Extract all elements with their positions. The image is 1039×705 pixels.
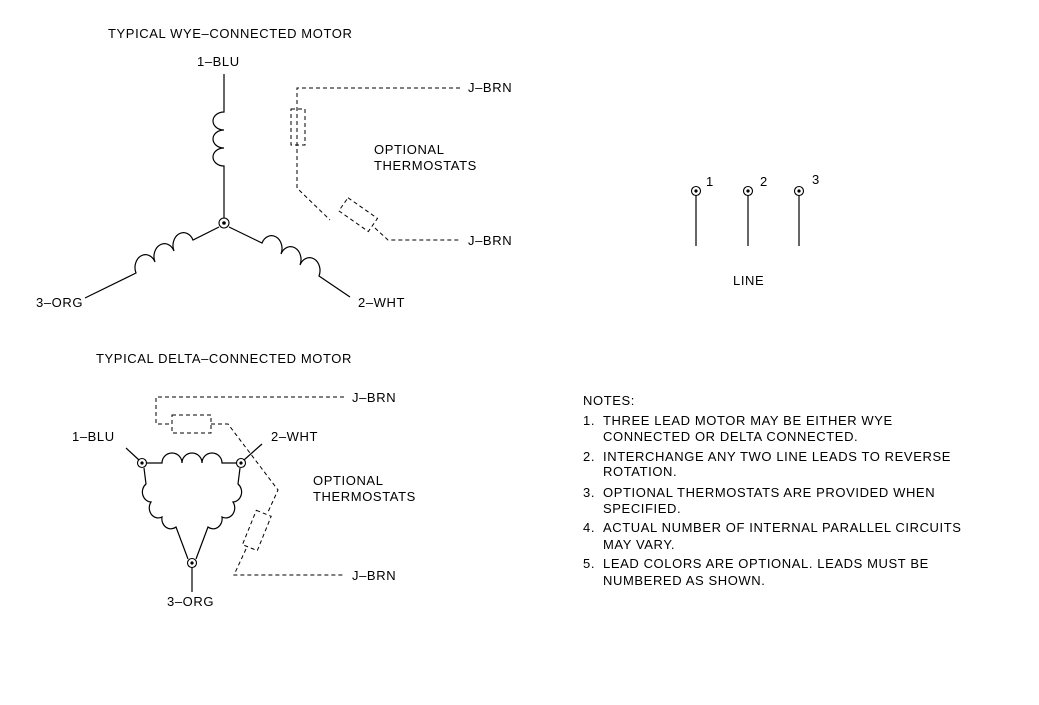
delta-lead-2-wire [243,443,263,461]
note-4-line1: ACTUAL NUMBER OF INTERNAL PARALLEL CIRCU… [603,520,962,535]
line-3-terminal-dot [797,189,801,193]
delta-terminal-3-dot [190,561,194,565]
note-5-number: 5. [583,556,595,571]
note-4-line2: MAY VARY. [603,537,675,552]
wye-thermo-label-line2: THERMOSTATS [374,158,477,173]
line-terminals: 1 2 3 LINE [690,172,820,288]
delta-title: TYPICAL DELTA–CONNECTED MOTOR [96,351,352,366]
note-3-number: 3. [583,485,595,500]
wye-thermostat-2 [338,197,379,233]
wye-thermostat-1 [290,108,306,146]
notes-heading: NOTES: [583,393,635,408]
delta-terminal-1-dot [140,461,144,465]
wye-thermo-label-line1: OPTIONAL [374,142,445,157]
wye-winding-2 [228,226,351,298]
line-1-label: 1 [706,174,714,189]
delta-thermo-lead-bottom: J–BRN [352,568,396,583]
note-5-line2: NUMBERED AS SHOWN. [603,573,765,588]
wye-title: TYPICAL WYE–CONNECTED MOTOR [108,26,352,41]
note-1-number: 1. [583,413,595,428]
wye-thermo-lead-top: J–BRN [468,80,512,95]
note-3-line2: SPECIFIED. [603,501,681,516]
note-2-line1: INTERCHANGE ANY TWO LINE LEADS TO REVERS… [603,449,951,464]
note-1-line2: CONNECTED OR DELTA CONNECTED. [603,429,858,444]
line-3-label: 3 [812,172,820,187]
note-2-line2: ROTATION. [603,464,677,479]
delta-winding-left [141,467,189,560]
delta-thermostat-1 [171,414,212,434]
delta-lead-1-wire [125,447,140,461]
wye-lead-1-label: 1–BLU [197,54,240,69]
note-4-number: 4. [583,520,595,535]
delta-terminal-2-dot [239,461,243,465]
line-2-terminal-dot [746,189,750,193]
delta-motor-diagram: TYPICAL DELTA–CONNECTED MOTOR 1–BLU 2–WH… [72,351,416,609]
line-2-label: 2 [760,174,768,189]
line-label: LINE [733,273,764,288]
note-1-line1: THREE LEAD MOTOR MAY BE EITHER WYE [603,413,893,428]
delta-thermo-label-line2: THERMOSTATS [313,489,416,504]
delta-lead-1-label: 1–BLU [72,429,115,444]
notes-block: NOTES: 1. THREE LEAD MOTOR MAY BE EITHER… [583,393,962,588]
delta-thermostat-2 [241,509,272,552]
wye-star-point-dot [222,221,226,225]
note-2-number: 2. [583,449,595,464]
wye-winding-3 [84,226,220,299]
wye-thermo-lead-bottom: J–BRN [468,233,512,248]
delta-lead-2-label: 2–WHT [271,429,318,444]
delta-thermostat-wiring [155,396,344,576]
line-1-terminal-dot [694,189,698,193]
delta-thermo-lead-top: J–BRN [352,390,396,405]
wye-winding-1 [212,74,225,218]
wye-thermostat-wiring [296,87,460,241]
delta-winding-right [195,467,243,560]
delta-lead-3-label: 3–ORG [167,594,214,609]
note-5-line1: LEAD COLORS ARE OPTIONAL. LEADS MUST BE [603,556,929,571]
wye-lead-2-label: 2–WHT [358,295,405,310]
delta-thermo-label-line1: OPTIONAL [313,473,384,488]
wye-motor-diagram: TYPICAL WYE–CONNECTED MOTOR 1–BLU 2–WHT … [36,26,512,310]
wye-lead-3-label: 3–ORG [36,295,83,310]
note-3-line1: OPTIONAL THERMOSTATS ARE PROVIDED WHEN [603,485,935,500]
delta-winding-top [145,452,237,464]
